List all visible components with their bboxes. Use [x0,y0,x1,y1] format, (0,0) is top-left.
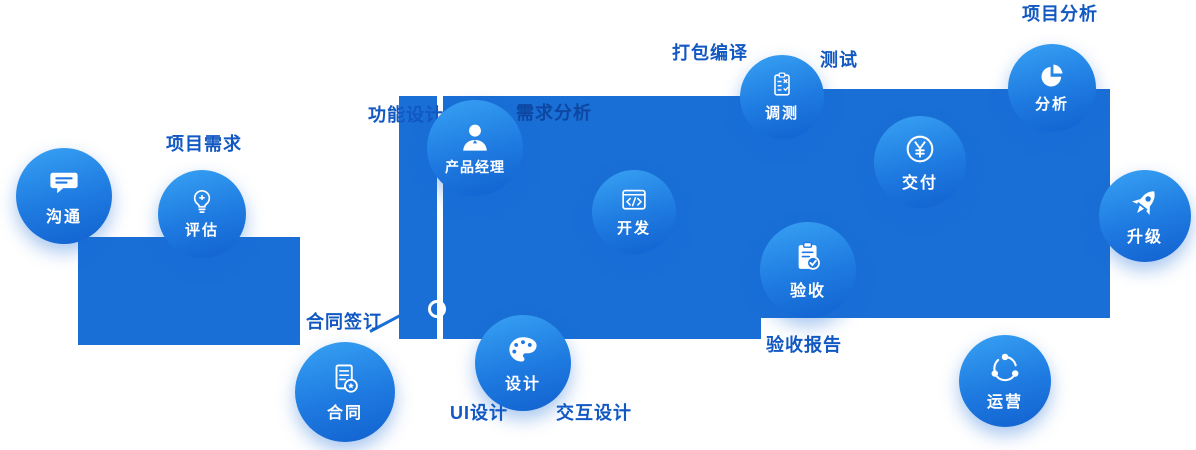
clipboard-checklist-icon [768,71,796,99]
bulb-icon [188,188,216,216]
node-debugging: 调测 [740,55,824,139]
label-interaction-design: 交互设计 [556,403,632,423]
network-icon [988,351,1022,385]
code-window-icon [620,186,648,214]
node-product-manager: 产品经理 [427,100,523,196]
node-design: 设计 [475,315,571,411]
node-development: 开发 [592,170,676,254]
node-label: 开发 [616,220,651,237]
label-project-requirement: 项目需求 [166,134,242,154]
label-testing: 测试 [820,50,858,70]
node-label: 评估 [184,222,219,239]
yen-circle-icon [903,132,937,166]
node-upgrade: 升级 [1099,170,1191,262]
pin-ring-marker [428,300,446,318]
label-requirement-analysis: 需求分析 [516,103,592,123]
label-project-analysis: 项目分析 [1022,4,1098,24]
node-label: 升级 [1126,228,1163,246]
palette-icon [506,333,540,367]
node-label: 验收 [789,282,826,300]
label-contract-signing: 合同签订 [306,312,382,332]
rocket-icon [1128,186,1162,220]
node-label: 设计 [504,375,541,393]
pie-chart-icon [1038,62,1066,90]
clipboard-check-icon [791,240,825,274]
label-acceptance-report: 验收报告 [766,335,842,355]
label-ui-design: UI设计 [450,403,508,423]
node-acceptance: 验收 [760,222,856,318]
node-operation: 运营 [959,335,1051,427]
person-icon [458,120,492,154]
node-label: 运营 [986,393,1023,411]
chat-icon [47,166,81,200]
node-label: 产品经理 [445,158,505,175]
node-label: 调测 [764,105,799,122]
node-evaluation: 评估 [158,170,246,258]
node-delivery: 交付 [874,116,966,208]
label-function-design: 功能设计 [368,105,444,125]
node-analysis: 分析 [1008,44,1096,132]
node-contract: 合同 [295,342,395,442]
node-label: 合同 [326,404,363,422]
node-label: 交付 [901,174,938,192]
node-label: 沟通 [45,208,82,226]
contract-document-icon [328,362,362,396]
node-communication: 沟通 [16,148,112,244]
node-label: 分析 [1034,96,1069,113]
label-package-compile: 打包编译 [672,43,748,63]
